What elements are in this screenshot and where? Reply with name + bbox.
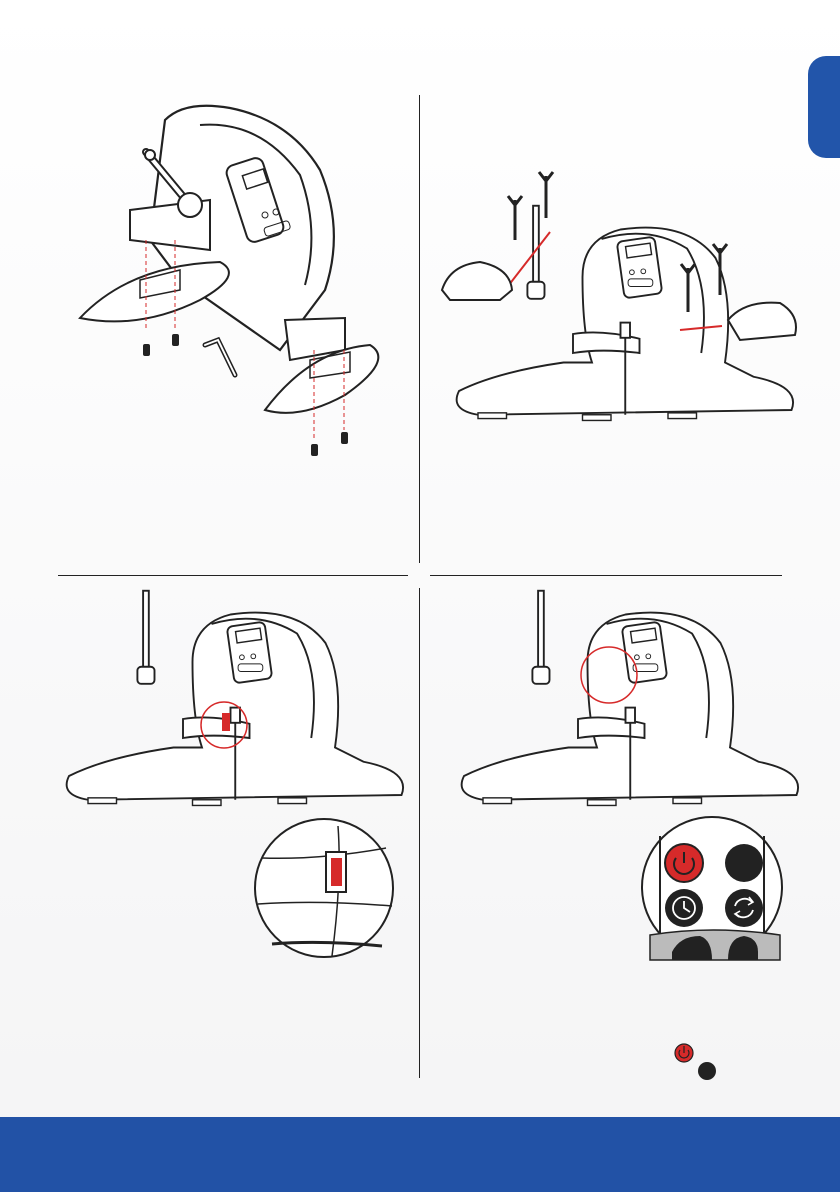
small-mode-icon (698, 1062, 716, 1080)
exerciser-power-switch-icon (67, 591, 403, 957)
exerciser-pedals-wrench-icon (442, 172, 796, 420)
clock-icon (665, 889, 703, 927)
small-power-icon (675, 1044, 693, 1062)
power-button-graphic (665, 844, 703, 882)
footer-bar (0, 1117, 840, 1192)
exerciser-base-screws-icon (80, 106, 378, 456)
rotate-icon (725, 889, 763, 927)
mode-button-graphic (725, 844, 763, 882)
